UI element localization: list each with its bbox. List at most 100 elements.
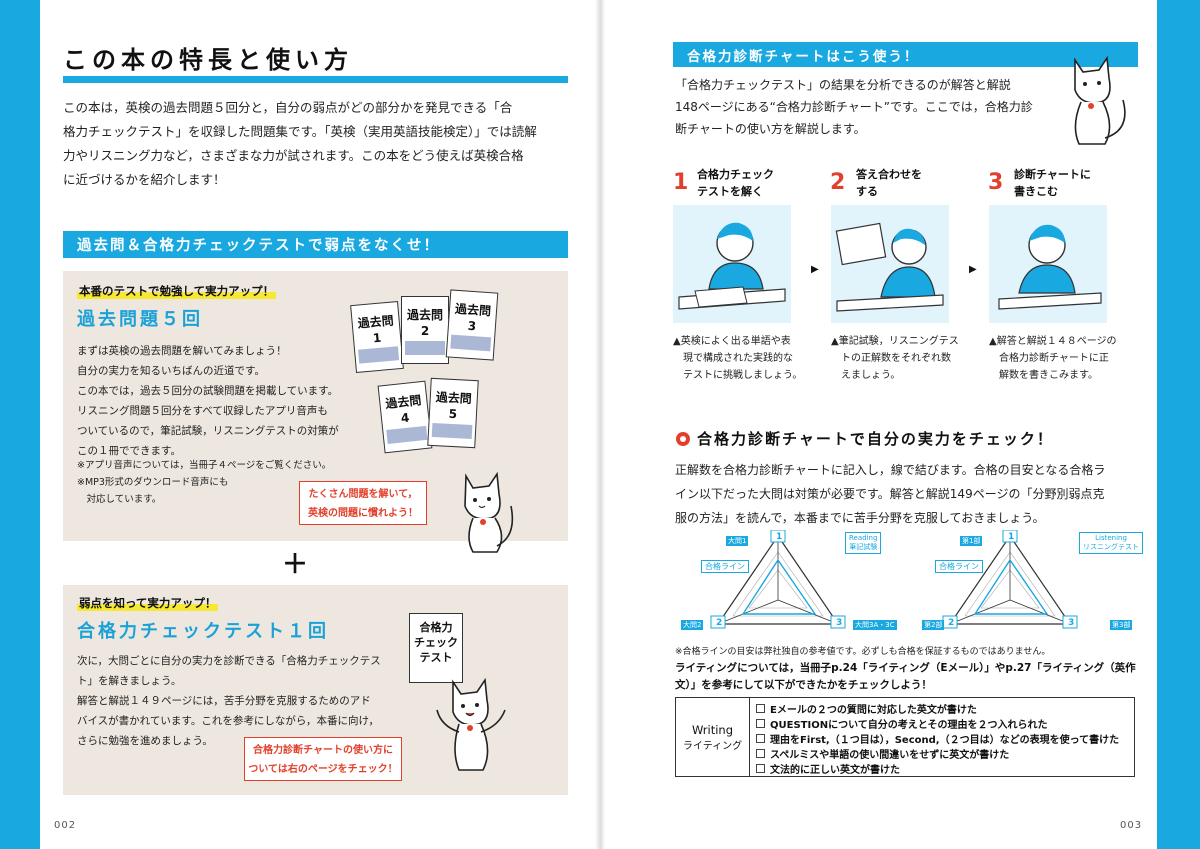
box-tag: 本番のテストで勉強して実力アップ！ xyxy=(77,283,277,299)
pass-line-label: 合格ライン xyxy=(935,560,983,573)
chart-tag: 第2部 xyxy=(922,620,945,630)
callout-line: たくさん問題を解いて， xyxy=(308,489,418,500)
body-line: バイスが書かれています。これを参考にしながら，本番に向け， xyxy=(77,715,379,727)
chart-badge: Reading 筆記試験 xyxy=(845,532,882,554)
caption-line: 解数を書きこみます。 xyxy=(999,370,1098,381)
step-arrow: ▶ xyxy=(969,264,977,275)
intro-line: 力やリスニング力など，さまざまな力が試されます。この本をどう使えば英検合格 xyxy=(63,148,524,163)
body-line: 服の方法」を読んで，本番までに苦手分野を克服しておきましょう。 xyxy=(675,511,1045,525)
box2-callout: 合格力診断チャートの使い方に ついては右のページをチェック！ xyxy=(244,737,402,781)
note-line: ライティングについては，当冊子p.24「ライティング（Eメール）」やp.27「ラ… xyxy=(675,662,1136,674)
page-title: この本の特長と使い方 xyxy=(63,46,353,74)
pass-line-note: ※合格ラインの目安は弊社独自の参考値です。必ずしも合格を保証するものではありませ… xyxy=(675,647,1051,657)
intro-line: に近づけるかを紹介します！ xyxy=(63,172,226,187)
target-icon xyxy=(676,432,690,446)
checklist-item[interactable]: 文法的に正しい英文が書けた xyxy=(756,761,900,776)
step-line: 答え合わせを xyxy=(856,168,922,181)
left-page: この本の特長と使い方 この本は，英検の過去問題５回分と，自分の弱点がどの部分かを… xyxy=(40,0,595,849)
badge-line: Reading xyxy=(849,534,878,542)
step-number-3: 3 xyxy=(988,170,1004,195)
box-subtitle: 合格力チェックテスト１回 xyxy=(77,621,329,642)
cat-illustration xyxy=(1074,55,1126,145)
checkbox[interactable] xyxy=(756,704,765,713)
step-line: する xyxy=(856,185,878,198)
intro-text: 「合格力チェックテスト」の結果を分析できるのが解答と解説 148ページにある“合… xyxy=(675,74,1075,140)
step-arrow: ▶ xyxy=(811,264,819,275)
checklist-item[interactable]: QUESTIONについて自分の考えとその理由を２つ入れられた xyxy=(756,716,1047,731)
chart-num: 1 xyxy=(776,532,783,542)
page-number: 002 xyxy=(54,820,77,831)
card-strip xyxy=(431,422,473,440)
body-line: 解答と解説１４９ページには，苦手分野を克服するためのアド xyxy=(77,695,371,707)
card-label: 過去問 2 xyxy=(406,308,443,338)
intro-line: 断チャートの使い方を解説します。 xyxy=(675,122,866,136)
body-line: ついているので，筆記試験，リスニングテストの対策が xyxy=(77,425,339,437)
checkbox[interactable] xyxy=(756,764,765,773)
note-line: 文）」を参考にして以下ができたかをチェックしよう！ xyxy=(675,679,932,691)
callout-line: ついては右のページをチェック！ xyxy=(248,764,398,775)
step-text-3: 診断チャートに 書きこむ xyxy=(1014,166,1091,200)
writing-label: Writing ライティング xyxy=(676,698,750,776)
reading-radar-chart xyxy=(710,530,846,629)
step-illustration-3 xyxy=(989,205,1107,323)
student-grading-icon xyxy=(835,222,944,312)
body-line: 次に，大問ごとに自分の実力を診断できる「合格力チェックテス xyxy=(77,655,381,667)
left-edge-bar xyxy=(0,0,40,849)
writing-note: ライティングについては，当冊子p.24「ライティング（Eメール）」やp.27「ラ… xyxy=(675,660,1145,694)
body-line: さらに勉強を進めましょう。 xyxy=(77,735,213,747)
checklist-text: 文法的に正しい英文が書けた xyxy=(770,765,900,776)
card-strip xyxy=(386,425,428,444)
past-exam-card-3: 過去問 3 xyxy=(445,289,499,361)
listening-radar-chart xyxy=(942,530,1078,629)
body-line: リスニング問題５回分をすべて収録したアプリ音声も xyxy=(77,405,328,417)
intro-line: 格力チェックテスト」を収録した問題集です。「英検（実用英語技能検定）」では読解 xyxy=(63,124,537,139)
box-body: まずは英検の過去問題を解いてみましょう！ 自分の実力を知るいちばんの近道です。 … xyxy=(77,341,377,461)
past-exam-card-2: 過去問 2 xyxy=(401,296,449,364)
intro-line: この本は，英検の過去問題５回分と，自分の弱点がどの部分かを発見できる「合 xyxy=(63,100,513,115)
note-line: ※アプリ音声については，当冊子４ページをご覧ください。 xyxy=(77,460,332,471)
chart-tag: 第3部 xyxy=(1110,620,1133,630)
checklist-item[interactable]: スペルミスや単語の使い間違いをせずに英文が書けた xyxy=(756,746,1009,761)
caption-line: ▲英検によく出る単語や表 xyxy=(673,336,791,347)
caption-line: トの正解数をそれぞれ数 xyxy=(841,353,951,364)
chart-badge: Listening リスニングテスト xyxy=(1079,532,1143,554)
badge-line: Listening xyxy=(1095,534,1127,542)
intro-line: 148ページにある“合格力診断チャート”です。ここでは，合格力診 xyxy=(675,100,1033,114)
check-test-box: 弱点を知って実力アップ！ 合格力チェックテスト１回 次に，大問ごとに自分の実力を… xyxy=(63,585,568,795)
step-caption-1: ▲英検によく出る単語や表 現で構成された実践的な テストに挑戦しましょう。 xyxy=(673,333,802,384)
right-page: 合格力診断チャートはこう使う！ 「合格力チェックテスト」の結果を分析できるのが解… xyxy=(605,0,1157,849)
badge-line: 筆記試験 xyxy=(849,543,878,551)
checklist-item[interactable]: Eメールの２つの質問に対応した英文が書けた xyxy=(756,701,977,716)
chart-tag: 第1部 xyxy=(960,536,983,546)
step-number-2: 2 xyxy=(830,170,846,195)
cat-illustration xyxy=(464,471,514,553)
checkbox[interactable] xyxy=(756,719,765,728)
section-band: 合格力診断チャートはこう使う！ xyxy=(673,42,1138,67)
writing-label-ja: ライティング xyxy=(682,740,743,752)
checklist-text: Eメールの２つの質問に対応した英文が書けた xyxy=(770,705,977,716)
plus-sign: ＋ xyxy=(282,550,309,580)
box-body: 次に，大問ごとに自分の実力を診断できる「合格力チェックテス ト」を解きましょう。… xyxy=(77,651,407,751)
body-line: 正解数を合格力診断チャートに記入し，線で結びます。合格の目安となる合格ラ xyxy=(675,463,1106,477)
card-label: 合格力 チェック テスト xyxy=(414,621,458,664)
card-strip xyxy=(450,334,492,352)
caption-line: テストに挑戦しましょう。 xyxy=(683,370,803,381)
card-label: 過去問 1 xyxy=(357,313,395,346)
checklist-text: 理由をFirst,（１つ目は），Second,（２つ目は）などの表現を使って書け… xyxy=(770,735,1120,746)
card-label: 過去問 5 xyxy=(435,390,473,422)
box-tag: 弱点を知って実力アップ！ xyxy=(77,595,219,611)
box-notes: ※アプリ音声については，当冊子４ページをご覧ください。 ※MP3形式のダウンロー… xyxy=(77,457,377,508)
step-line: 書きこむ xyxy=(1014,185,1058,198)
student-studying-icon xyxy=(678,222,786,310)
past-exam-card-4: 過去問 4 xyxy=(377,380,433,454)
chart-num: 2 xyxy=(716,618,723,628)
checkbox[interactable] xyxy=(756,749,765,758)
step-caption-2: ▲筆記試験，リスニングテス トの正解数をそれぞれ数 えましょう。 xyxy=(831,333,959,384)
past-exam-box: 本番のテストで勉強して実力アップ！ 過去問題５回 まずは英検の過去問題を解いてみ… xyxy=(63,271,568,553)
checklist-item[interactable]: 理由をFirst,（１つ目は），Second,（２つ目は）などの表現を使って書け… xyxy=(756,731,1119,746)
checkbox[interactable] xyxy=(756,734,765,743)
section-body: 正解数を合格力診断チャートに記入し，線で結びます。合格の目安となる合格ラ イン以… xyxy=(675,458,1145,530)
body-line: ト」を解きましょう。 xyxy=(77,675,182,687)
caption-line: えましょう。 xyxy=(841,370,901,381)
step-text-1: 合格力チェック テストを解く xyxy=(697,166,774,200)
